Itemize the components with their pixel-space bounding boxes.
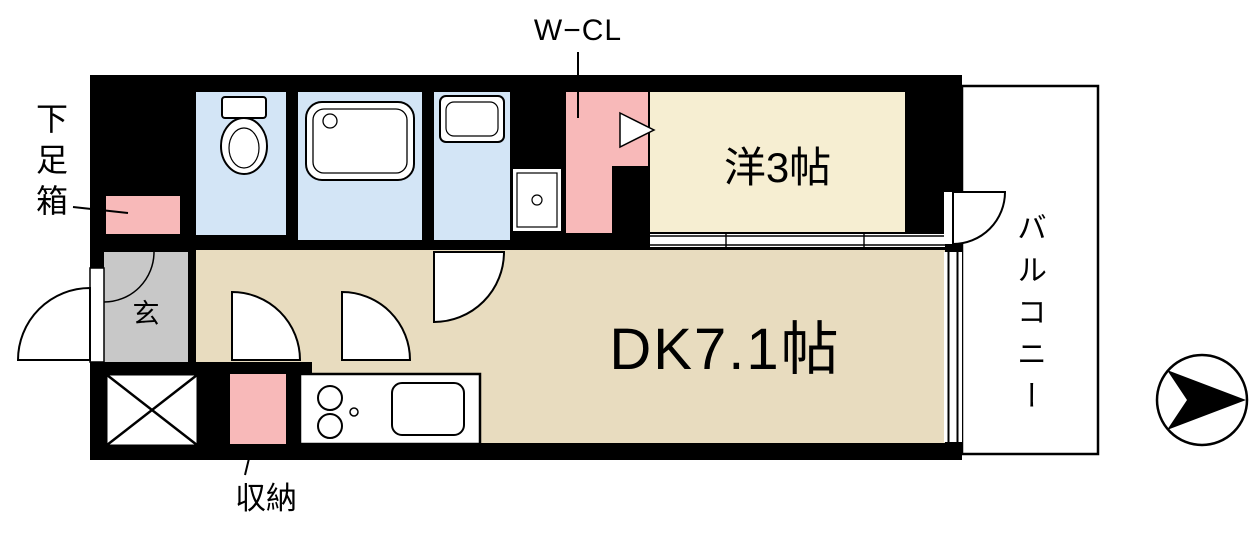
stove-burner-icon [317,385,343,411]
sliding-partition [650,234,945,247]
label-shoe-cabinet: 下足箱 [32,102,68,225]
kitchen-sink-icon [391,382,465,436]
western-room-floor [650,92,905,232]
elevator-x-icon [104,372,200,448]
label-storage: 収納 [235,481,297,516]
stove-burner-icon [317,413,343,439]
toilet-icon [220,96,268,175]
balcony-door-arc [952,191,1007,246]
sink-icon [439,95,505,143]
closet-door-icon [619,111,656,149]
washer-pan-icon [511,167,563,233]
north-arrow-icon [1155,353,1249,447]
kitchen-counter-icon [298,372,482,446]
entrance-door-arc [16,286,91,361]
bathtub-icon [305,101,415,181]
hallway-door-arc [231,290,302,361]
shoe-cabinet [106,196,180,234]
entrance-door-opening [89,267,105,363]
washroom-door-arc [433,251,506,324]
balcony-floor [960,84,1100,456]
genkan-step-arc [103,251,155,303]
genkan-floor [104,252,188,362]
storage-leader-line [244,445,253,476]
label-walk-in-closet: W−CL [533,14,623,47]
label-genkan: 玄 [132,299,160,329]
storage-closet [230,374,286,444]
label-western-room: 洋3帖 [723,144,832,191]
label-dk: DK7.1帖 [609,317,841,382]
label-balcony: バルコニー [1012,212,1045,422]
bathroom-door-arc [341,290,412,361]
balcony-window [944,252,962,442]
shoebox-leader-line [72,206,129,214]
